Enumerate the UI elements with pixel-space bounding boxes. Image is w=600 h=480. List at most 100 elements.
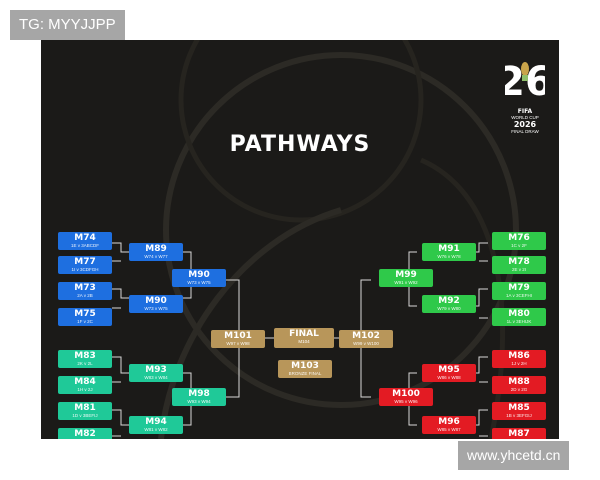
match-teams: W76 v W78 [437,254,461,259]
match-teams: BRONZE FINAL [288,371,322,376]
match-code: M85 [508,403,530,413]
match-code: M84 [74,377,96,387]
logo-world-cup: WORLD CUP [511,115,539,120]
match-teams: W85 v W87 [437,427,461,432]
match-teams: W95 v W96 [394,399,418,404]
match-teams: 1B v 3EFGIJ [506,413,532,418]
match-code: M76 [508,233,530,243]
match-teams: W97 v W98 [226,341,250,346]
match-code: M80 [508,309,530,319]
match-code: M95 [438,365,460,375]
match-code: M92 [438,296,460,306]
match-code: M87 [508,429,530,439]
logo-year: 2026 [513,120,537,129]
match-teams: W86 v W88 [437,375,461,380]
bracket-lines [112,242,488,437]
match-teams: 1E v 3ABCDF [70,243,99,248]
match-teams: 1L v 3EHIJK [506,319,532,324]
match-teams: 2A v 2B [77,293,93,298]
match-teams: 2E v 2I [511,267,526,272]
match-code: M89 [145,244,167,254]
watermark-bottom: www.yhcetd.cn [458,441,570,470]
match-teams: 1I v 3CDFGH [71,267,99,272]
match-code: M82 [74,429,96,439]
match-code: FINAL [289,329,319,339]
match-code: M91 [438,244,460,254]
trophy-icon: 26 [497,59,553,105]
match-teams: W83 v W84 [144,375,168,380]
match-teams: 1F v 2C [77,319,93,324]
match-teams: M104 [298,339,310,344]
match-code: M88 [508,377,530,387]
match-code: M103 [291,361,319,371]
match-teams: W73 v W75 [144,306,168,311]
match-teams: 2K v 2L [77,361,93,366]
match-teams: 1H v 2J [77,387,93,392]
match-code: M102 [352,331,380,341]
match-code: M93 [145,365,167,375]
match-teams: 1A v 3CEFHI [505,293,532,298]
world-cup-logo: 26 FIFA WORLD CUP 2026 FINAL DRAW [497,55,553,145]
match-code: M77 [74,257,96,267]
match-m87: M87 [492,428,546,439]
page-title: PATHWAYS [229,132,371,157]
match-teams: W91 v W92 [394,280,418,285]
match-teams: W74 v W77 [144,254,168,259]
match-code: M96 [438,417,460,427]
match-teams: W81 v W82 [144,427,168,432]
match-teams: 1C v 2F [511,243,527,248]
logo-final-draw: FINAL DRAW [511,129,539,134]
match-code: M101 [224,331,252,341]
match-code: M90 [188,270,210,280]
match-teams: 1J v 2H [511,361,527,366]
match-code: M83 [74,351,96,361]
poster: PATHWAYS 26 FIFA WORLD CUP 2026 FINAL DR… [41,40,559,439]
watermark-top: TG: MYYJJPP [10,10,125,40]
match-m82: M82 [58,428,112,439]
match-code: M94 [145,417,167,427]
match-code: M98 [188,389,210,399]
match-code: M90 [145,296,167,306]
logo-fifa: FIFA [517,108,533,115]
match-code: M74 [74,233,96,243]
match-code: M73 [74,283,96,293]
match-code: M75 [74,309,96,319]
match-code: M78 [508,257,530,267]
match-code: M100 [392,389,420,399]
match-teams: W93 v W94 [187,399,211,404]
match-teams: W79 v W80 [437,306,461,311]
match-code: M79 [508,283,530,293]
match-teams: 2D v 2G [510,387,528,392]
match-teams: W73 v W75 [187,280,211,285]
match-code: M81 [74,403,96,413]
match-code: M99 [395,270,417,280]
